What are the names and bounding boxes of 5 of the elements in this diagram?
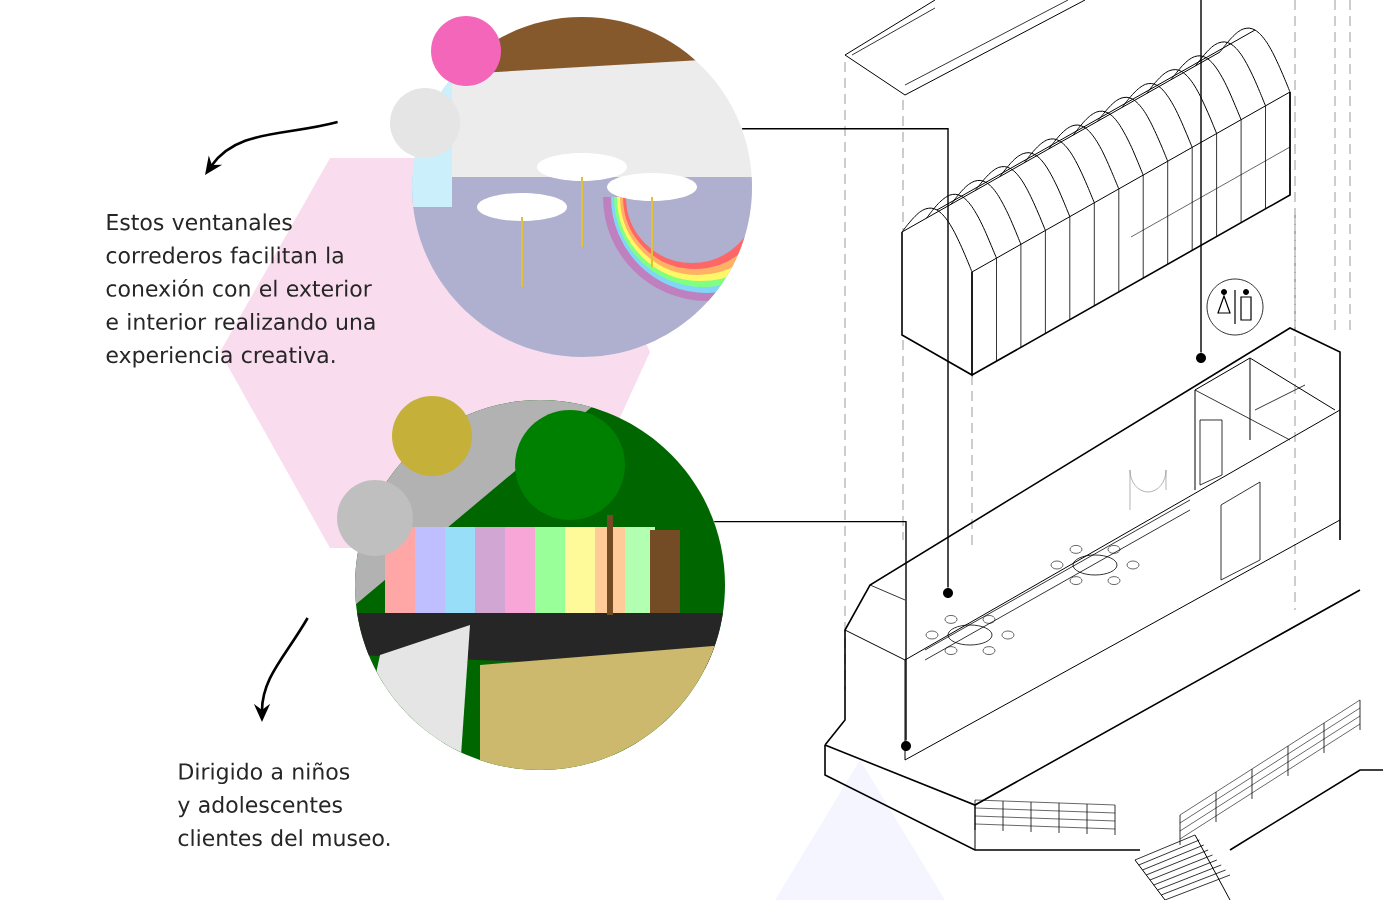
leader-line [713,520,907,742]
paragraph: Estos ventanales correderos facilitan la conexión con el exterior e interior realizando una experiencia creativa. [106,213,375,368]
leader-line [741,128,949,589]
paragraph: Dirigido a niños y adolescentes clientes del museo. [178,762,390,847]
leader-line [1200,0,1202,354]
